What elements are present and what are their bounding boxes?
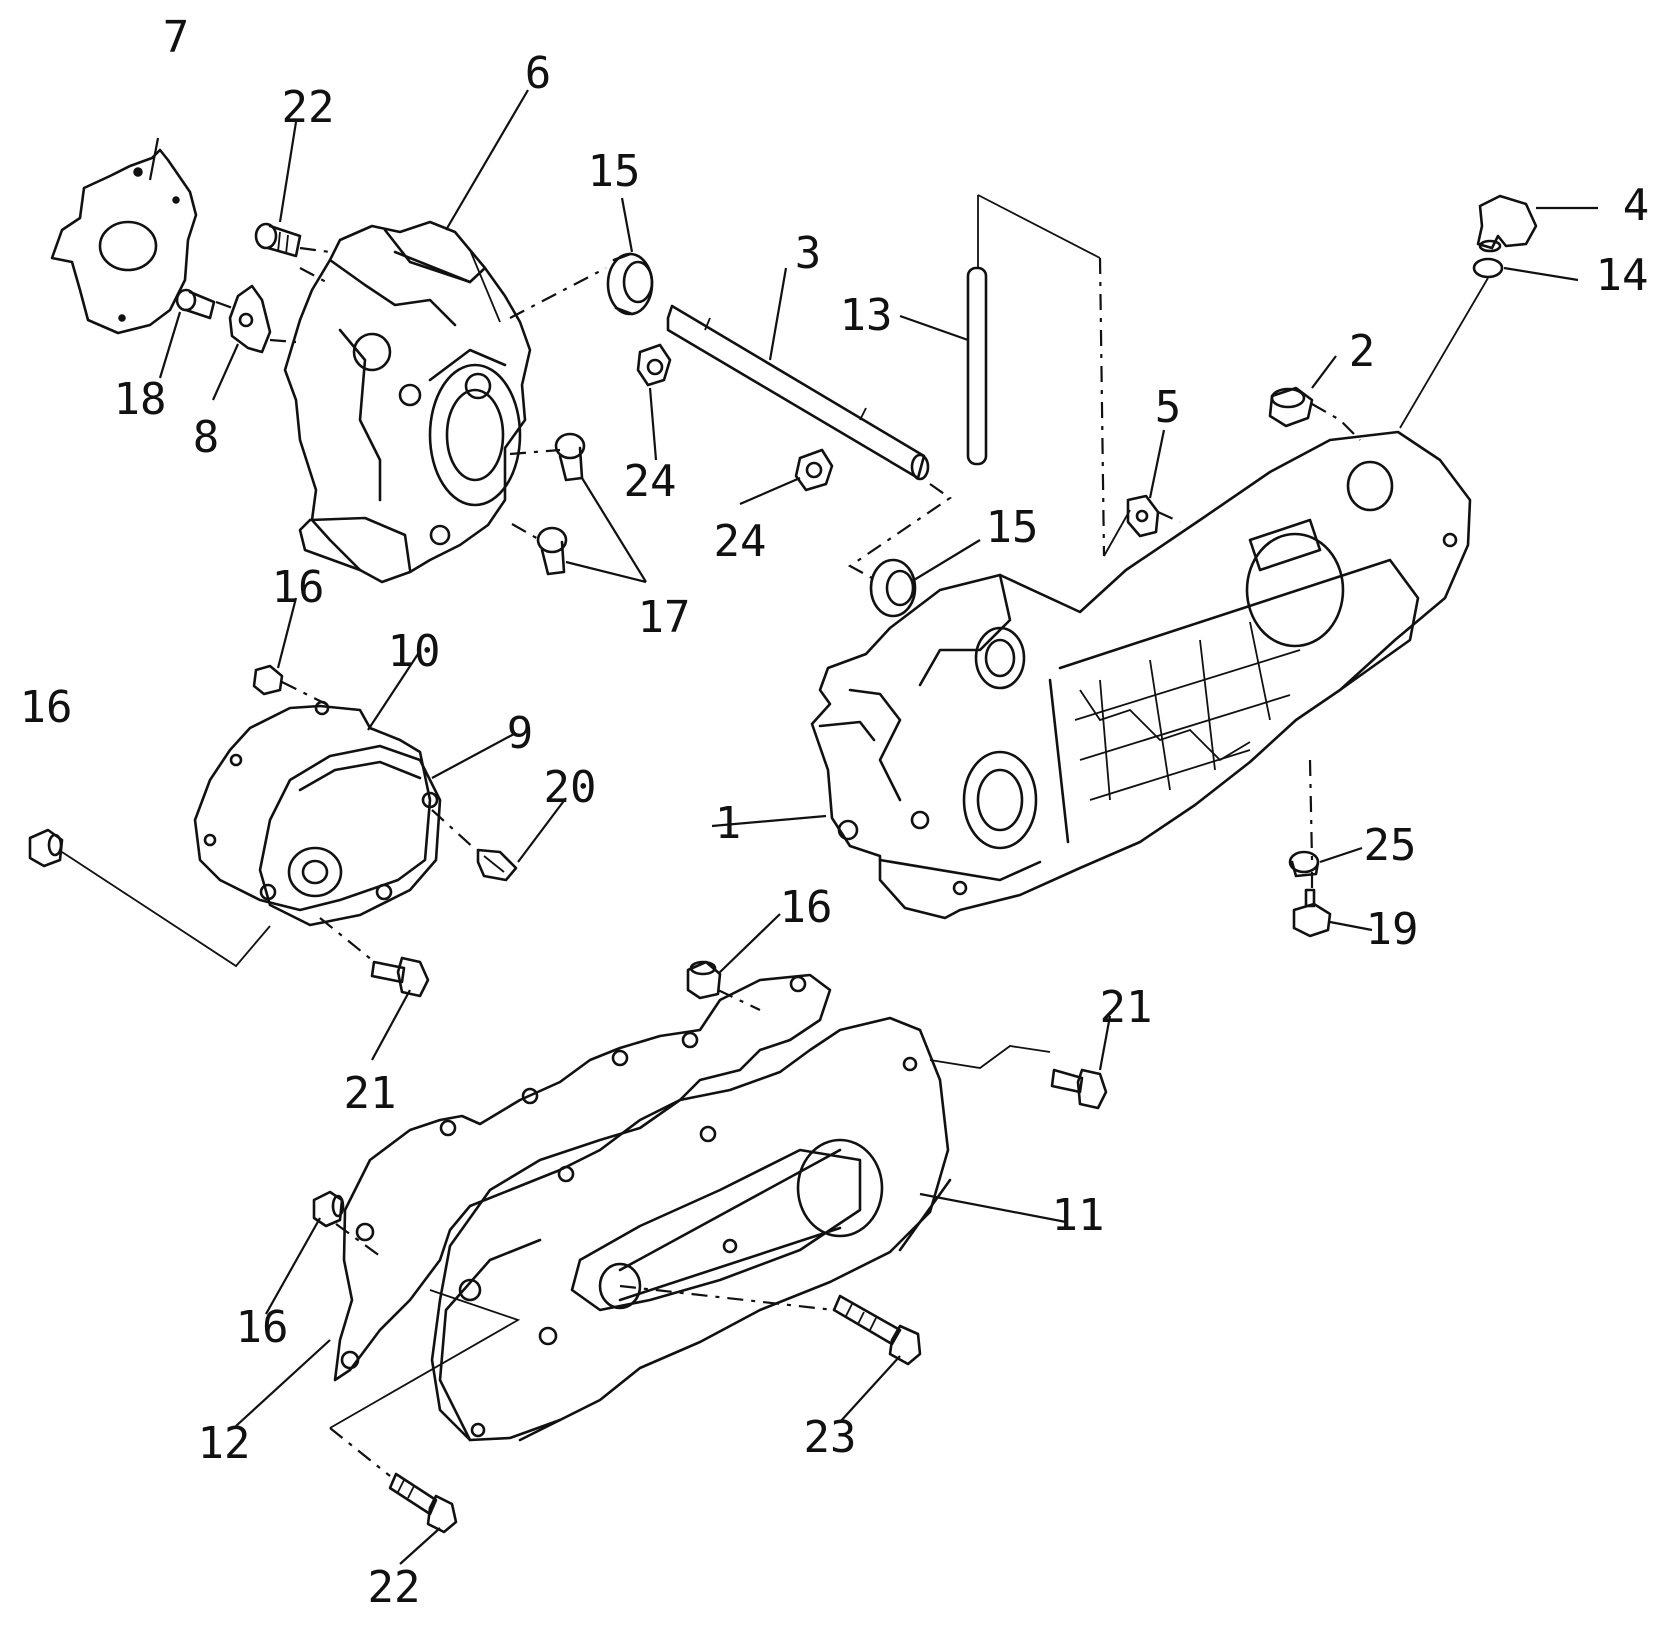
callout-labels: 7 6 22 15 3 13 4 14 2 18 8 24 24 5 15 17… [20,12,1650,1613]
callout-8: 8 [193,412,220,463]
rod-part [966,266,988,466]
callout-21-left: 21 [344,1068,397,1119]
o-ring-14-part [1472,257,1504,279]
bolt-21-left-part [370,956,430,998]
callout-21-right: 21 [1100,982,1153,1033]
oil-seal-15-top-part [606,252,654,316]
callout-16-d: 16 [236,1302,289,1353]
dowel-16-d-part [312,1190,345,1228]
bracket-8-part [228,284,272,354]
washer-25-part [1288,850,1320,878]
callout-13: 13 [840,290,893,341]
elbow-fitting-4-part [1476,194,1538,253]
callout-24-lower: 24 [714,516,767,567]
bushing-2-part [1268,386,1314,428]
callout-5: 5 [1155,382,1182,433]
bolt-18-part [175,288,216,320]
small-cover-9-part [258,744,442,927]
dowel-16-a-part [252,664,284,696]
callout-24-upper: 24 [624,456,677,507]
washer-24-lower-part [794,448,834,492]
callout-16-c: 16 [780,882,833,933]
callout-25: 25 [1364,820,1417,871]
callout-22-bottom: 22 [368,1562,421,1613]
callout-22-top: 22 [282,82,335,133]
callout-2: 2 [1349,326,1376,377]
dowel-16-c-part [686,960,722,1000]
callout-18: 18 [114,374,167,425]
callout-4: 4 [1623,180,1650,231]
callout-11: 11 [1052,1190,1105,1241]
right-crankcase-part [810,430,1472,920]
oil-seal-15-mid-part [869,558,917,618]
dowel-pin-17-upper-part [554,432,586,482]
bolt-21-right-part [1050,1068,1108,1110]
callout-19: 19 [1366,904,1419,955]
callout-23: 23 [804,1412,857,1463]
dowel-16-b-part [28,828,64,868]
callout-16-b: 16 [20,682,73,733]
large-gasket-12-part [333,973,832,1382]
callout-12: 12 [198,1418,251,1469]
gasket-plate-part [50,148,198,335]
drain-plug-19-part [1292,888,1332,938]
callout-3: 3 [795,228,822,279]
left-crankcase-part [283,220,532,584]
callout-17: 17 [638,592,691,643]
cover-gasket-10-part [193,700,432,912]
bolt-22-bottom-part [388,1472,458,1534]
callout-20: 20 [544,762,597,813]
dowel-pin-17-lower-part [536,526,568,576]
callout-15-top: 15 [588,146,641,197]
callout-6: 6 [525,48,552,99]
callout-1: 1 [715,798,742,849]
leader-lines [148,89,1598,1565]
bolt-20-part [476,848,518,882]
callout-10: 10 [388,626,441,677]
callout-14: 14 [1596,250,1649,301]
bolt-23-part [832,1294,922,1366]
callout-7: 7 [163,12,190,63]
callout-15-mid: 15 [986,502,1039,553]
transmission-cover-11-part [430,1016,952,1442]
callout-9: 9 [507,708,534,759]
nipple-5-part [1126,494,1160,538]
shaft-part [666,304,930,481]
callout-16-a: 16 [272,562,325,613]
washer-24-upper-part [636,343,672,387]
center-lines [61,194,1489,1477]
bolt-22-top-part [254,222,302,258]
